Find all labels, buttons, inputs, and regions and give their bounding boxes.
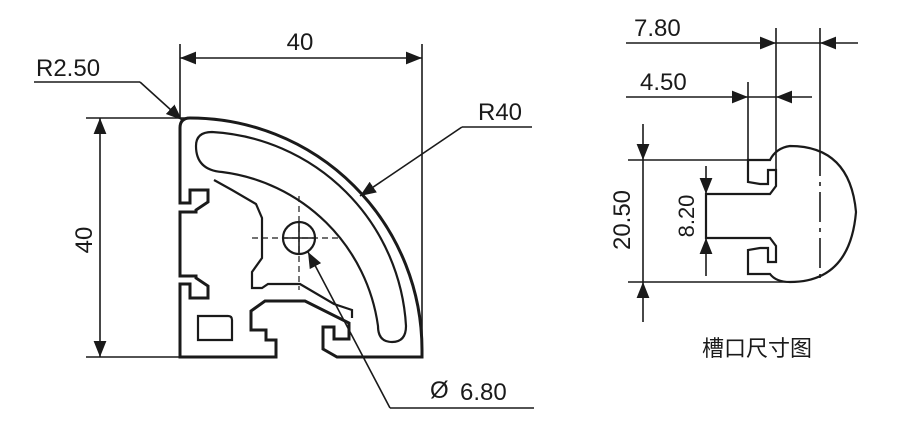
arc-cavity: [194, 130, 408, 344]
profile-outline: [178, 116, 424, 359]
slot-outline: [704, 144, 858, 284]
core-pocket: [213, 179, 354, 318]
outer-height-label: 20.50: [609, 190, 636, 250]
corner-radius-leader: [139, 81, 183, 121]
hole-diameter-leader: [307, 251, 391, 409]
outer-width-label: 7.80: [634, 15, 681, 42]
slot-detail-caption: 槽口尺寸图: [702, 337, 812, 362]
hole-diameter-label: 6.80: [460, 379, 507, 406]
inner-height-label: 8.20: [674, 195, 699, 238]
arc-radius-leader: [359, 126, 463, 197]
arc-radius-label: R40: [478, 99, 522, 126]
inner-width-label: 4.50: [640, 69, 687, 96]
diameter-symbol: Ø: [430, 377, 449, 404]
width-label: 40: [287, 29, 314, 56]
height-label: 40: [71, 227, 98, 254]
corner-radius-label: R2.50: [36, 55, 100, 82]
profile-view: 40 40 R2.50 R40 Ø 6.80: [34, 29, 534, 409]
slot-detail-view: 7.80 4.50 20.50 8.20 槽口尺寸图: [609, 15, 858, 362]
square-pocket: [196, 314, 234, 342]
